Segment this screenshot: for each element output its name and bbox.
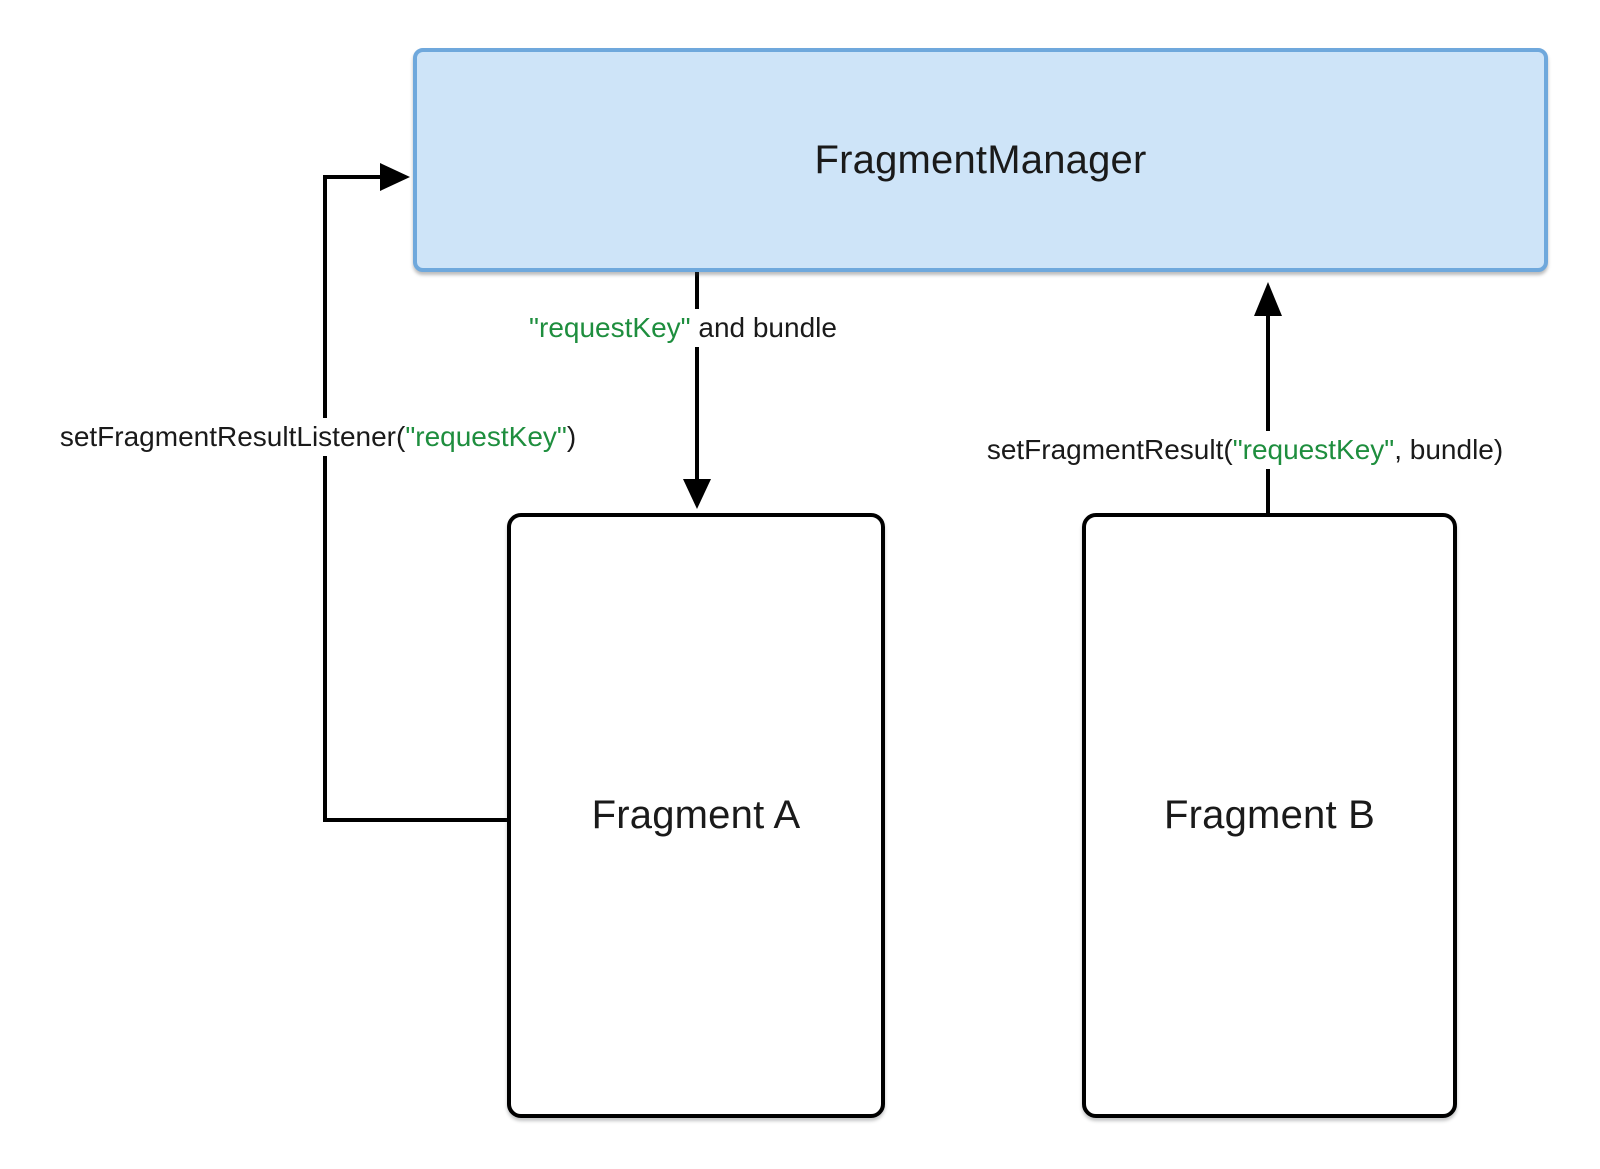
and-bundle-text: and bundle	[690, 312, 837, 343]
fragment-manager-box: FragmentManager	[413, 48, 1548, 272]
request-key-bundle-edge-label: "requestKey" and bundle	[521, 309, 845, 347]
set-result-suffix-text: , bundle)	[1394, 434, 1504, 465]
set-listener-connector-line	[323, 175, 507, 822]
set-listener-prefix-text: setFragmentResultListener(	[59, 421, 406, 452]
request-key-arrowhead-icon	[683, 479, 711, 509]
fragment-manager-label: FragmentManager	[814, 137, 1147, 182]
fragment-a-label: Fragment A	[591, 793, 801, 837]
set-listener-suffix-text: )	[566, 421, 577, 452]
fragment-a-box: Fragment A	[507, 513, 885, 1118]
set-result-arrowhead-icon	[1254, 282, 1282, 316]
set-listener-edge-label: setFragmentResultListener("requestKey")	[51, 418, 585, 456]
request-key-text: "requestKey"	[529, 312, 691, 343]
fragment-b-box: Fragment B	[1082, 513, 1457, 1118]
set-result-request-key-text: "requestKey"	[1232, 434, 1395, 465]
set-listener-request-key-text: "requestKey"	[405, 421, 567, 452]
fragment-b-label: Fragment B	[1164, 793, 1375, 837]
set-result-edge-label: setFragmentResult("requestKey", bundle)	[978, 431, 1512, 469]
set-result-prefix-text: setFragmentResult(	[986, 434, 1233, 465]
set-listener-arrowhead-icon	[380, 163, 410, 191]
